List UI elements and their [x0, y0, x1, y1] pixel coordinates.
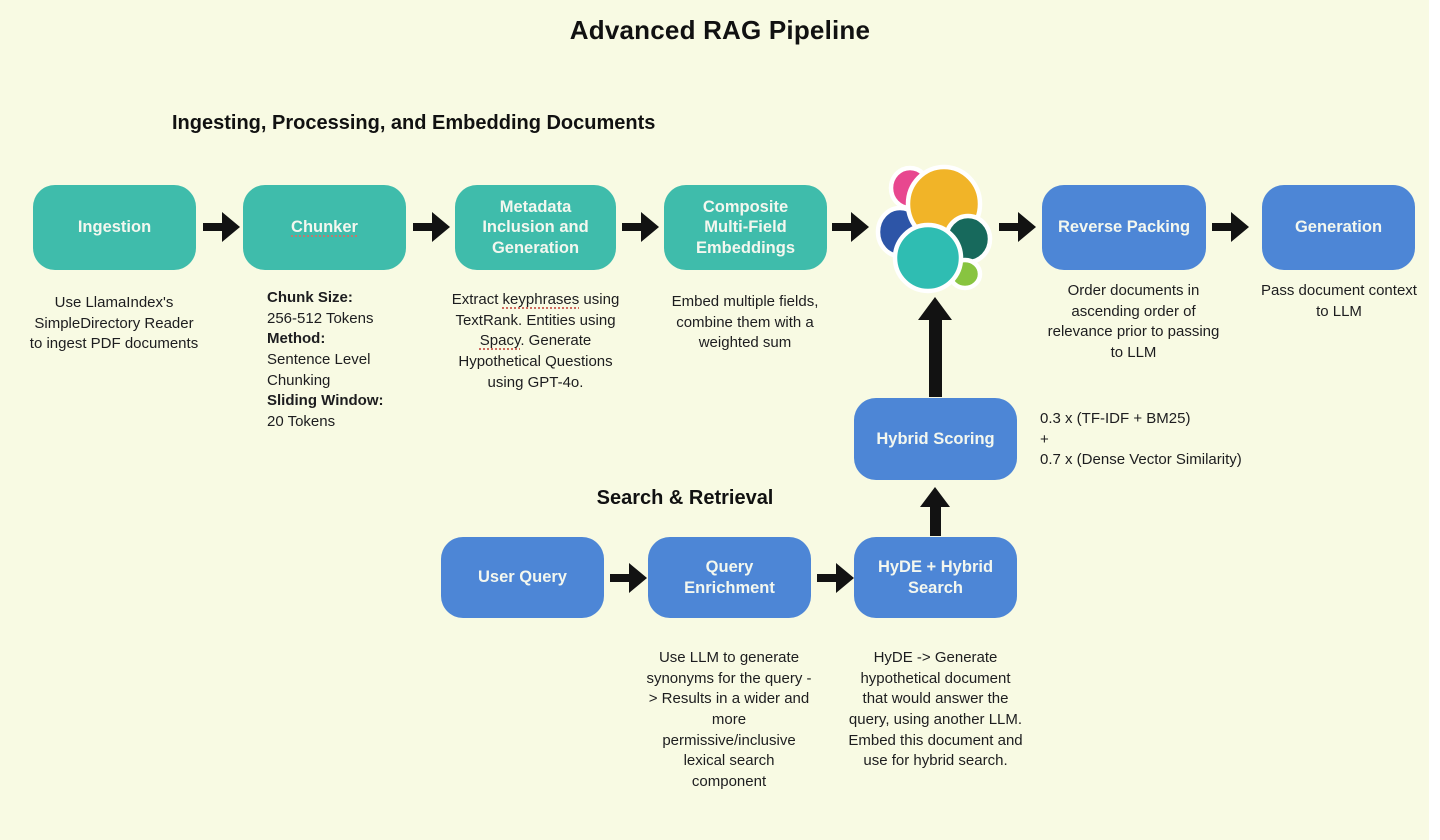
arrow-up-icon [918, 297, 952, 397]
formula-line-2: + [1040, 430, 1049, 448]
node-generation-label: Generation [1294, 218, 1383, 237]
reverse-packing-description: Order documents in ascending order of re… [1047, 282, 1220, 362]
node-reverse-packing-label: Reverse Packing [1057, 218, 1191, 237]
node-hybrid-scoring: Hybrid Scoring [854, 398, 1017, 480]
node-chunker: Chunker [243, 185, 406, 270]
arrow-right-icon [832, 212, 869, 242]
sliding-window-term: Sliding Window: [267, 392, 384, 410]
hybrid-scoring-formula: 0.3 x (TF-IDF + BM25) + 0.7 x (Dense Vec… [1040, 409, 1300, 471]
node-chunker-label: Chunker [291, 218, 358, 237]
arrow-shaft [929, 318, 942, 397]
hyde-description: HyDE -> Generate hypothetical document t… [848, 649, 1023, 770]
node-generation: Generation [1262, 185, 1415, 270]
node-user-query: User Query [441, 537, 604, 618]
metadata-desc-text: . Generate Hypothetical Questions using … [458, 332, 613, 391]
arrow-right-icon [999, 212, 1036, 242]
node-hybrid-scoring-label: Hybrid Scoring [876, 429, 995, 448]
chunker-description: Chunk Size: 256-512 Tokens Method: Sente… [267, 288, 415, 433]
arrow-head [629, 563, 647, 593]
node-ingestion-label: Ingestion [77, 218, 152, 237]
elasticsearch-logo-icon [875, 164, 993, 294]
sliding-window-value: 20 Tokens [267, 413, 336, 431]
node-ingestion: Ingestion [33, 185, 196, 270]
generation-description: Pass document context to LLM [1261, 282, 1417, 320]
arrow-shaft [1212, 223, 1233, 231]
node-reverse-packing: Reverse Packing [1042, 185, 1206, 270]
arrow-right-icon [622, 212, 659, 242]
method-value: Sentence Level Chunking [267, 351, 371, 389]
page-title: Advanced RAG Pipeline [569, 15, 871, 45]
section-heading-search: Search & Retrieval [596, 487, 774, 509]
arrow-head [1018, 212, 1036, 242]
chunk-size-value: 256-512 Tokens [267, 309, 374, 327]
arrow-shaft [622, 223, 643, 231]
arrow-head [851, 212, 869, 242]
arrow-shaft [999, 223, 1020, 231]
metadata-desc-text: using TextRank. Entities using [455, 291, 620, 329]
arrow-head [918, 297, 952, 320]
node-metadata-label: Metadata Inclusion and Generation [482, 197, 589, 257]
chunk-size-term: Chunk Size: [267, 289, 353, 306]
composite-description: Embed multiple fields, combine them with… [671, 293, 819, 352]
arrow-head [222, 212, 240, 242]
arrow-right-icon [413, 212, 450, 242]
node-composite-label: Composite Multi-Field Embeddings [695, 197, 795, 257]
node-query-enrichment: Query Enrichment [648, 537, 811, 618]
misspelled-word: Spacy [479, 332, 521, 350]
arrow-right-icon [203, 212, 240, 242]
formula-line-3: 0.7 x (Dense Vector Similarity) [1040, 451, 1242, 469]
arrow-shaft [817, 574, 838, 582]
node-composite-embeddings: Composite Multi-Field Embeddings [664, 185, 827, 270]
arrow-shaft [610, 574, 631, 582]
node-metadata: Metadata Inclusion and Generation [455, 185, 616, 270]
section-heading-ingesting: Ingesting, Processing, and Embedding Doc… [172, 112, 656, 134]
arrow-up-icon [920, 487, 950, 536]
query-enrichment-description: Use LLM to generate synonyms for the que… [646, 649, 812, 791]
arrow-right-icon [1212, 212, 1249, 242]
arrow-head [920, 487, 950, 507]
arrow-right-icon [817, 563, 854, 593]
node-query-enrichment-label: Query Enrichment [684, 557, 775, 597]
node-user-query-label: User Query [478, 568, 567, 587]
arrow-head [641, 212, 659, 242]
metadata-desc-text: Extract [451, 291, 503, 308]
arrow-shaft [413, 223, 434, 231]
right-edge-strip [1429, 0, 1440, 840]
arrow-head [836, 563, 854, 593]
formula-line-1: 0.3 x (TF-IDF + BM25) [1040, 410, 1191, 427]
node-hyde-hybrid-search: HyDE + Hybrid Search [854, 537, 1017, 618]
arrow-shaft [832, 223, 853, 231]
method-term: Method: [267, 330, 326, 348]
misspelled-word: keyphrases [502, 291, 580, 308]
metadata-description: Extract keyphrases using TextRank. Entit… [448, 290, 623, 393]
arrow-head [1231, 212, 1249, 242]
arrow-shaft [203, 223, 224, 231]
node-hyde-label: HyDE + Hybrid Search [877, 557, 994, 597]
arrow-shaft [930, 505, 941, 536]
arrow-head [432, 212, 450, 242]
ingestion-description: Use LlamaIndex's SimpleDirectory Reader … [29, 294, 199, 353]
arrow-right-icon [610, 563, 647, 593]
